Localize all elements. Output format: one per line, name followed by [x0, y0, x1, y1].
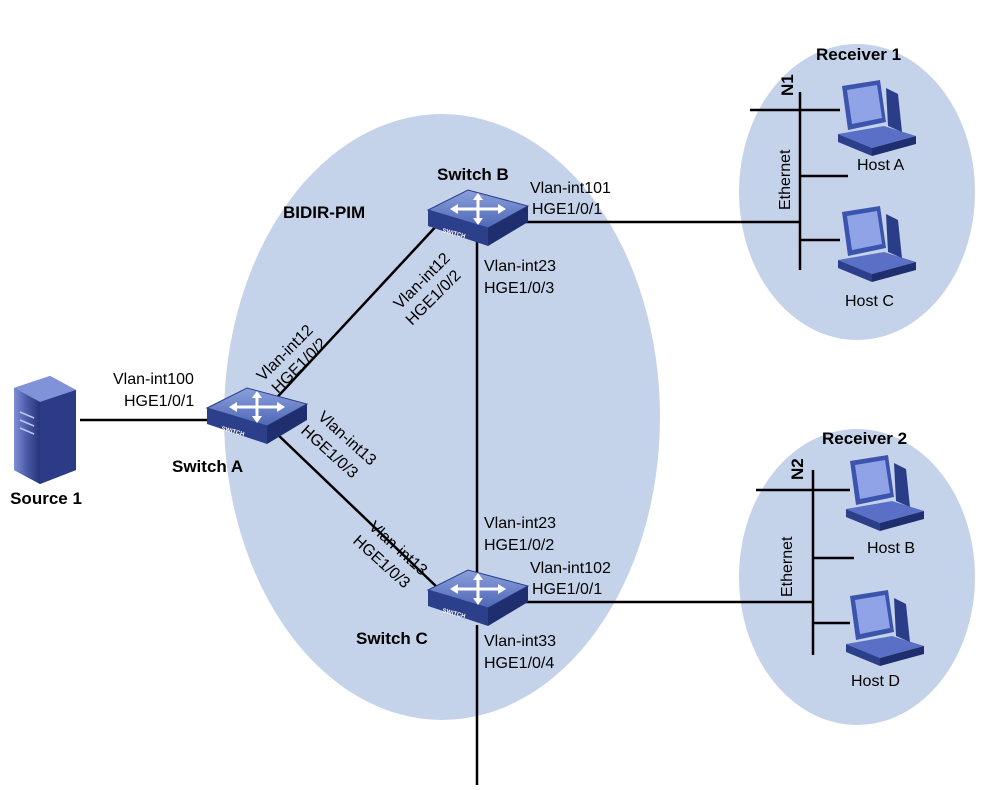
source-label: Source 1: [10, 489, 82, 508]
host-d-computer-icon[interactable]: [846, 590, 924, 666]
host-a-computer-icon[interactable]: [838, 80, 916, 156]
switch-a-label: Switch A: [172, 457, 243, 476]
receiver1-label: Receiver 1: [816, 45, 901, 64]
links: [80, 92, 854, 785]
b-c-vlan-label: Vlan-int23: [484, 258, 556, 275]
host-d-label: Host D: [851, 673, 900, 690]
switch-c-icon[interactable]: SWITCH: [426, 569, 530, 626]
c-b-port-label: HGE1/0/2: [484, 537, 554, 554]
n1-label: N1: [778, 74, 797, 96]
a-src-port-label: HGE1/0/1: [124, 393, 194, 410]
switch-b-label: Switch B: [437, 165, 509, 184]
c-down-vlan-label: Vlan-int33: [484, 633, 556, 650]
a-src-vlan-label: Vlan-int100: [113, 371, 194, 388]
c-down-port-label: HGE1/0/4: [484, 655, 554, 672]
host-a-label: Host A: [857, 157, 904, 174]
switch-c-badge: SWITCH: [441, 608, 465, 620]
n2-medium-label: Ethernet: [779, 536, 796, 597]
host-b-label: Host B: [867, 540, 915, 557]
receiver2-label: Receiver 2: [822, 429, 907, 448]
bidir-pim-region: [224, 114, 660, 720]
c-n2-vlan-label: Vlan-int102: [530, 560, 611, 577]
switch-a-badge: SWITCH: [220, 426, 244, 438]
b-n1-port-label: HGE1/0/1: [532, 201, 602, 218]
n1-medium-label: Ethernet: [777, 149, 794, 210]
switch-b-badge: SWITCH: [441, 228, 465, 240]
host-c-computer-icon[interactable]: [838, 206, 916, 282]
c-b-vlan-label: Vlan-int23: [484, 515, 556, 532]
bidir-pim-label: BIDIR-PIM: [283, 203, 365, 222]
server-icon[interactable]: [14, 376, 76, 484]
n2-label: N2: [788, 458, 807, 480]
switch-a-icon[interactable]: SWITCH: [205, 387, 309, 444]
link-switch-a-switch-b: [269, 221, 441, 406]
b-n1-vlan-label: Vlan-int101: [530, 180, 611, 197]
host-b-computer-icon[interactable]: [846, 455, 924, 531]
host-c-label: Host C: [845, 293, 894, 310]
switch-c-label: Switch C: [356, 629, 428, 648]
link-switch-a-switch-c: [274, 431, 441, 591]
c-n2-port-label: HGE1/0/1: [532, 581, 602, 598]
switch-b-icon[interactable]: SWITCH: [426, 189, 530, 246]
b-c-port-label: HGE1/0/3: [484, 280, 554, 297]
